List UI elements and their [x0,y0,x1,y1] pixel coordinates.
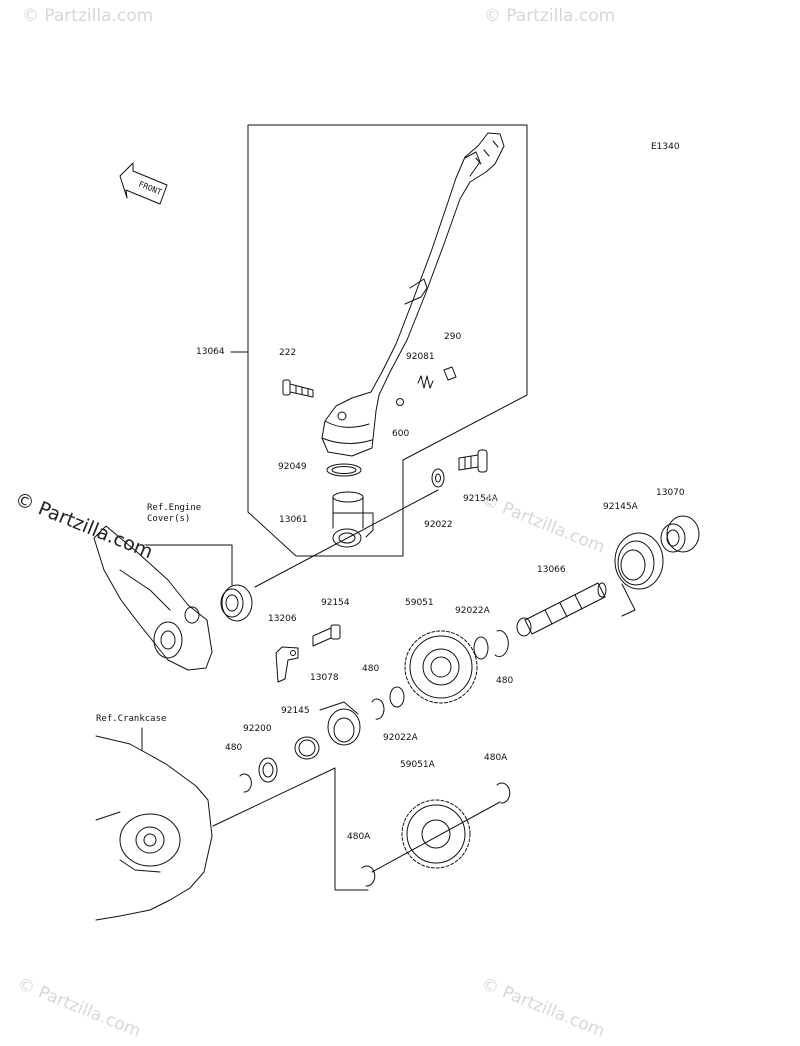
label-59051[interactable]: 59051 [405,598,434,608]
label-480A-lower[interactable]: 480A [347,832,371,842]
label-13070[interactable]: 13070 [656,488,685,498]
label-290[interactable]: 290 [444,332,462,342]
bolt-222 [282,379,314,398]
bush-13070 [660,515,700,553]
kick-pedal-arm [321,132,505,457]
label-222[interactable]: 222 [279,348,297,358]
front-arrow-icon [119,162,168,205]
label-480-right[interactable]: 480 [496,676,514,686]
bracket-13206 [275,646,299,683]
spring-92145 [294,736,320,760]
spring-92081 [417,375,434,389]
label-59051A[interactable]: 59051A [400,760,435,770]
label-92022[interactable]: 92022 [424,520,453,530]
label-92049[interactable]: 92049 [278,462,307,472]
label-13066[interactable]: 13066 [537,565,566,575]
cap-290 [443,366,457,381]
label-13061[interactable]: 13061 [279,515,308,525]
shaft-13066 [516,582,607,637]
circlip-480-left [239,773,252,793]
label-13064[interactable]: 13064 [196,347,225,357]
label-600[interactable]: 600 [392,429,410,439]
ring-92022A-lower [389,686,405,708]
washer-92022 [431,468,445,488]
label-92145[interactable]: 92145 [281,706,310,716]
label-13206[interactable]: 13206 [268,614,297,624]
washer-92049 [326,463,362,477]
oil-seal [220,584,253,622]
ball-600 [396,398,404,406]
engine-cover [93,525,213,671]
watermark-top-right: © Partzilla.com [484,6,616,26]
circlip-480-mid [371,698,385,720]
ring-92022A-upper [473,636,489,660]
circlip-480-right [494,630,509,658]
label-480A-right[interactable]: 480A [484,753,508,763]
label-13078[interactable]: 13078 [310,673,339,683]
label-92200[interactable]: 92200 [243,724,272,734]
label-92022A-lower[interactable]: 92022A [383,733,418,743]
label-ref-engine-cover[interactable]: Ref.Engine Cover(s) [147,503,202,524]
label-92081[interactable]: 92081 [406,352,435,362]
label-92022A-upper[interactable]: 92022A [455,606,490,616]
label-92154[interactable]: 92154 [321,598,350,608]
circlip-480A-lower [361,865,376,887]
crankcase [95,735,213,921]
label-480-left[interactable]: 480 [225,743,243,753]
gear-59051 [404,630,478,704]
label-ref-crankcase[interactable]: Ref.Crankcase [96,714,167,724]
washer-92200 [258,757,278,783]
bolt-92154A [458,449,488,473]
diagram-code: E1340 [651,142,680,152]
spring-92145A [614,532,664,617]
boss-13061 [332,491,374,548]
watermark-top-left: © Partzilla.com [22,6,154,26]
circlip-480A-right [496,782,511,804]
label-92145A[interactable]: 92145A [603,502,638,512]
bolt-92154 [312,624,341,647]
ratchet-13078 [319,701,361,746]
label-92154A[interactable]: 92154A [463,494,498,504]
gear-59051A [401,799,471,869]
label-480-mid[interactable]: 480 [362,664,380,674]
